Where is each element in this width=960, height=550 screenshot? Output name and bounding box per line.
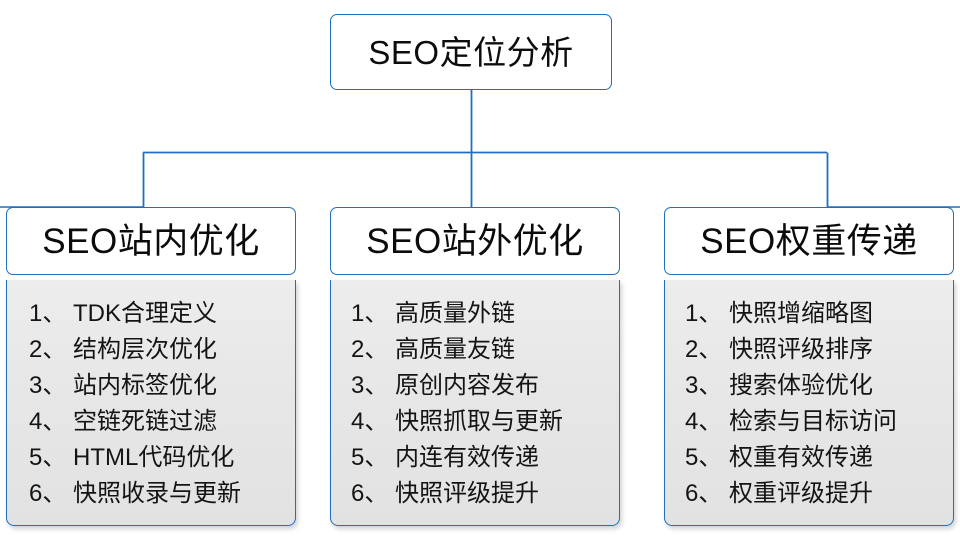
list-item[interactable]: 3、 站内标签优化 [29,368,295,404]
list-item-label: 结构层次优化 [73,336,217,363]
list-item[interactable]: 2、 快照评级排序 [685,332,953,368]
list-item-label: 快照抓取与更新 [395,408,563,435]
branch-header-seo-weight[interactable]: SEO权重传递 [664,207,954,275]
list-item-label: 站内标签优化 [73,372,217,399]
branch-body-seo-offsite: 1、 高质量外链 2、 高质量友链 3、 原创内容发布 4、 快照抓取与更新 5… [330,280,620,526]
branch-header-label: SEO站外优化 [366,221,584,261]
item-list: 1、 TDK合理定义 2、 结构层次优化 3、 站内标签优化 4、 空链死链过滤… [29,296,295,512]
list-item-label: 空链死链过滤 [73,408,217,435]
list-item-label: 原创内容发布 [395,372,539,399]
list-item-index: 2、 [351,336,389,363]
branch-header-label: SEO站内优化 [42,221,260,261]
item-list: 1、 快照增缩略图 2、 快照评级排序 3、 搜索体验优化 4、 检索与目标访问… [685,296,953,512]
list-item-index: 3、 [685,372,723,399]
item-list: 1、 高质量外链 2、 高质量友链 3、 原创内容发布 4、 快照抓取与更新 5… [351,296,619,512]
list-item-index: 5、 [29,444,67,471]
list-item-index: 1、 [685,300,723,327]
list-item-label: 高质量外链 [395,300,515,327]
list-item-index: 2、 [685,336,723,363]
branch-header-seo-offsite[interactable]: SEO站外优化 [330,207,620,275]
list-item[interactable]: 4、 检索与目标访问 [685,404,953,440]
branch-seo-weight: SEO权重传递 1、 快照增缩略图 2、 快照评级排序 3、 搜索体验优化 4、 [664,207,954,526]
list-item[interactable]: 1、 TDK合理定义 [29,296,295,332]
list-item-label: 权重评级提升 [729,480,873,507]
list-item-label: 快照评级提升 [395,480,539,507]
list-item-label: 搜索体验优化 [729,372,873,399]
list-item[interactable]: 5、 HTML代码优化 [29,440,295,476]
list-item[interactable]: 3、 原创内容发布 [351,368,619,404]
list-item-index: 4、 [29,408,67,435]
root-node-label: SEO定位分析 [368,33,574,71]
list-item[interactable]: 1、 高质量外链 [351,296,619,332]
branch-header-seo-onsite[interactable]: SEO站内优化 [6,207,296,275]
list-item-label: HTML代码优化 [73,444,235,471]
list-item[interactable]: 2、 高质量友链 [351,332,619,368]
branch-body-seo-onsite: 1、 TDK合理定义 2、 结构层次优化 3、 站内标签优化 4、 空链死链过滤… [6,280,296,526]
list-item-index: 1、 [29,300,67,327]
list-item[interactable]: 6、 快照收录与更新 [29,476,295,512]
root-node[interactable]: SEO定位分析 [330,14,612,90]
list-item-label: 内连有效传递 [395,444,539,471]
list-item[interactable]: 5、 内连有效传递 [351,440,619,476]
list-item-index: 3、 [351,372,389,399]
list-item-index: 6、 [685,480,723,507]
list-item-index: 5、 [351,444,389,471]
list-item[interactable]: 3、 搜索体验优化 [685,368,953,404]
list-item-index: 4、 [685,408,723,435]
list-item-label: 权重有效传递 [729,444,873,471]
list-item-label: TDK合理定义 [73,300,217,327]
list-item-label: 快照收录与更新 [73,480,241,507]
branch-seo-onsite: SEO站内优化 1、 TDK合理定义 2、 结构层次优化 3、 站内标签优化 4… [6,207,296,526]
list-item-label: 快照评级排序 [729,336,873,363]
list-item[interactable]: 4、 快照抓取与更新 [351,404,619,440]
list-item-index: 3、 [29,372,67,399]
list-item-index: 6、 [351,480,389,507]
list-item[interactable]: 5、 权重有效传递 [685,440,953,476]
list-item[interactable]: 4、 空链死链过滤 [29,404,295,440]
list-item-index: 2、 [29,336,67,363]
list-item[interactable]: 6、 快照评级提升 [351,476,619,512]
list-item-index: 4、 [351,408,389,435]
list-item[interactable]: 6、 权重评级提升 [685,476,953,512]
branch-header-label: SEO权重传递 [700,221,918,261]
branch-seo-offsite: SEO站外优化 1、 高质量外链 2、 高质量友链 3、 原创内容发布 4、 快 [330,207,620,526]
list-item-index: 1、 [351,300,389,327]
list-item-label: 快照增缩略图 [729,300,873,327]
list-item-index: 5、 [685,444,723,471]
list-item[interactable]: 2、 结构层次优化 [29,332,295,368]
list-item-label: 检索与目标访问 [729,408,897,435]
list-item-label: 高质量友链 [395,336,515,363]
list-item-index: 6、 [29,480,67,507]
branch-body-seo-weight: 1、 快照增缩略图 2、 快照评级排序 3、 搜索体验优化 4、 检索与目标访问… [664,280,954,526]
list-item[interactable]: 1、 快照增缩略图 [685,296,953,332]
